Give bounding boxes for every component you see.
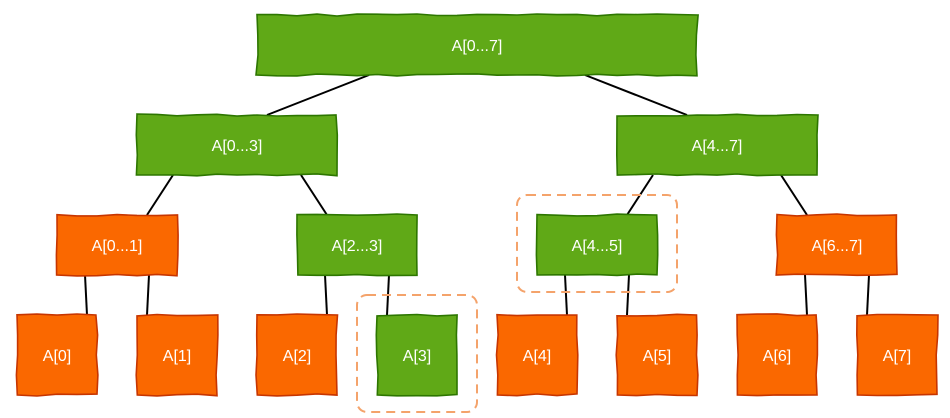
node-label: A[6] [763,348,791,365]
tree-edge [626,274,630,316]
tree-node-0: A[0] [15,313,99,397]
tree-edge [780,174,808,216]
nodes-layer: A[0...7] A[0...3] A[4...7] A[0...1] A[2...3]… [15,13,939,397]
tree-node-5: A[5] [615,313,699,397]
tree-edge [804,274,808,316]
node-label: A[5] [643,348,671,365]
node-box [855,313,939,397]
node-label: A[4] [523,348,551,365]
node-box [15,313,99,397]
tree-edge [866,274,870,316]
tree-edge [300,174,328,216]
node-label: A[6...7] [812,238,863,255]
node-box [495,313,579,397]
tree-edge [324,274,328,316]
node-box [255,313,339,397]
node-label: A[2...3] [332,238,383,255]
node-box [615,313,699,397]
tree-node-4-5: A[4...5] [535,213,659,277]
selection-highlight [356,294,478,413]
tree-edge [564,274,568,316]
node-label: A[2] [283,348,311,365]
tree-node-6: A[6] [736,313,819,397]
node-label: A[1] [163,348,191,365]
node-label: A[7] [883,348,911,365]
tree-edge [84,274,88,316]
node-box [296,213,418,277]
node-box [775,213,898,277]
tree-node-6-7: A[6...7] [775,213,898,277]
edges-layer [84,74,870,316]
node-box [135,113,339,177]
node-label: A[4...7] [692,138,743,155]
tree-node-7: A[7] [855,313,939,397]
tree-node-4: A[4] [495,313,579,397]
tree-node-1: A[1] [135,313,219,397]
node-label: A[4...5] [572,238,623,255]
tree-edge [146,274,150,316]
node-label: A[0...1] [92,238,143,255]
tree-edge [146,174,174,216]
node-box [615,113,819,177]
node-label: A[0] [43,348,71,365]
tree-node-4-7: A[4...7] [615,113,819,177]
node-box [375,313,458,397]
node-box [535,213,659,277]
node-box [55,213,179,277]
node-box [736,313,819,397]
selection-highlight [516,194,678,293]
highlight-layer [356,194,678,413]
node-label: A[3] [403,348,431,365]
tree-node-0-1: A[0...1] [55,213,179,277]
tree-node-2-3: A[2...3] [296,213,418,277]
node-box [135,313,219,397]
tree-edge [584,74,688,116]
tree-node-0-7: A[0...7] [255,13,699,77]
tree-edge [266,74,370,116]
tree-node-0-3: A[0...3] [135,113,339,177]
node-box [255,13,699,77]
tree-node-2: A[2] [255,313,339,397]
node-label: A[0...7] [452,38,503,55]
node-label: A[0...3] [212,138,263,155]
tree-node-3: A[3] [375,313,458,397]
